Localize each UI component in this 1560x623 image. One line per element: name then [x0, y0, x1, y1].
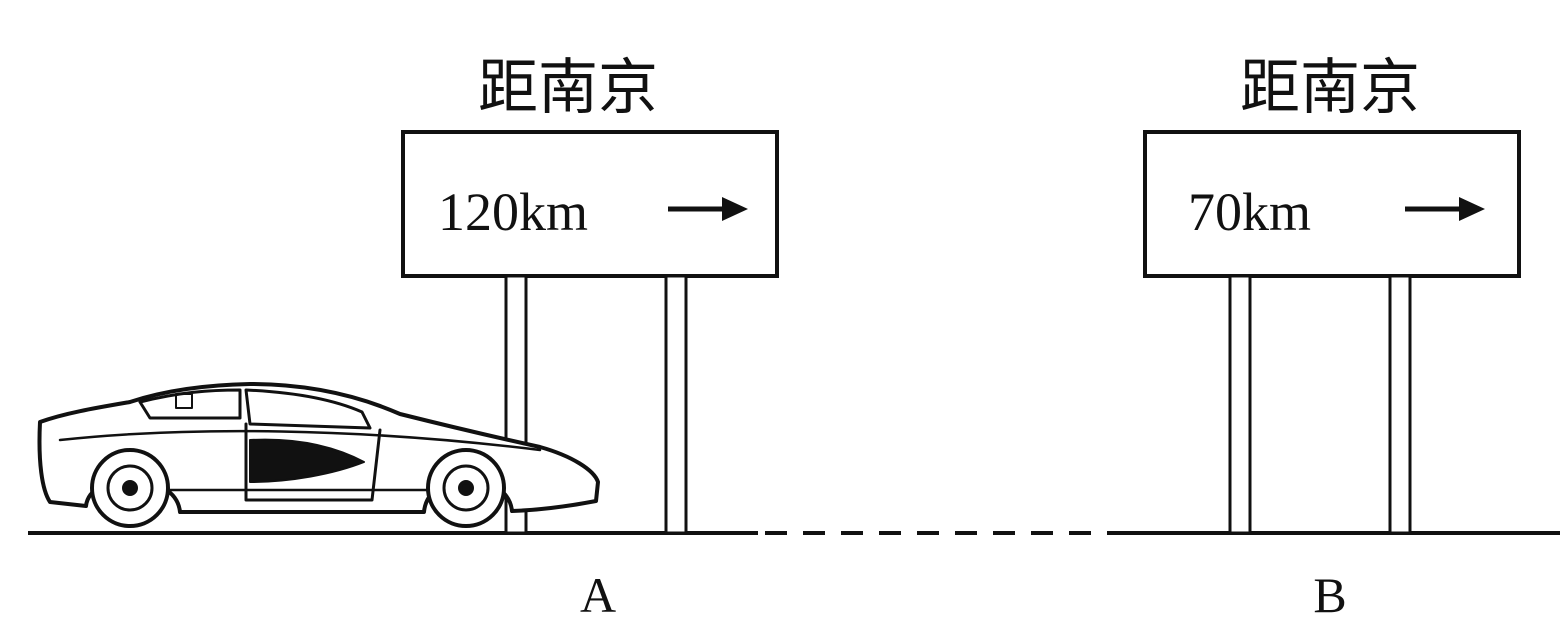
sign-a-board — [401, 130, 779, 278]
point-label-b: B — [1313, 567, 1346, 619]
sign-b: 距南京 70km B — [1143, 53, 1521, 623]
point-label-a: A — [580, 567, 616, 619]
sign-b-distance: 70km — [1188, 182, 1311, 242]
sign-b-posts — [1228, 274, 1412, 535]
arrow-right-icon — [668, 197, 748, 221]
arrow-right-icon — [1405, 197, 1485, 221]
sign-a: 距南京 120km A — [401, 53, 779, 623]
sign-a-distance: 120km — [438, 182, 588, 242]
sports-car-icon — [37, 382, 600, 528]
sign-b-title: 距南京 — [1240, 53, 1420, 123]
sign-b-board — [1143, 130, 1521, 278]
sign-a-title: 距南京 — [478, 53, 658, 123]
